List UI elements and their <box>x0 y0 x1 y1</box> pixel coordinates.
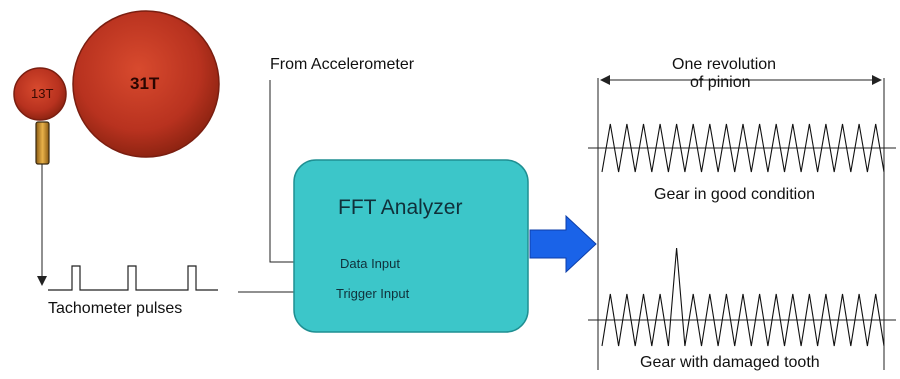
tachometer-sensor <box>35 121 50 165</box>
good-gear-waveform <box>601 123 885 173</box>
output-arrow <box>529 214 597 274</box>
pinion-gear-label: 13T <box>31 86 54 101</box>
data-input-label: Data Input <box>340 256 400 271</box>
from-accelerometer-label: From Accelerometer <box>270 56 415 73</box>
sensor-arrowhead <box>37 276 47 286</box>
trigger-input-label: Trigger Input <box>336 286 410 301</box>
dimension-arrow-right <box>872 75 882 85</box>
large-gear-label: 31T <box>130 74 160 93</box>
tachometer-pulse-train <box>48 265 218 291</box>
damaged-gear-waveform <box>601 247 885 347</box>
pinion-gear <box>13 67 67 121</box>
revolution-label-line1: One revolution <box>672 56 777 73</box>
good-condition-label: Gear in good condition <box>654 186 815 203</box>
damaged-tooth-label: Gear with damaged tooth <box>640 354 820 371</box>
revolution-label-line2: of pinion <box>690 74 751 91</box>
tachometer-pulses-label: Tachometer pulses <box>48 300 183 317</box>
analyzer-title: FFT Analyzer <box>338 196 463 219</box>
large-gear <box>72 10 220 158</box>
fft-analyzer-box <box>293 159 529 333</box>
dimension-arrow-left <box>600 75 610 85</box>
